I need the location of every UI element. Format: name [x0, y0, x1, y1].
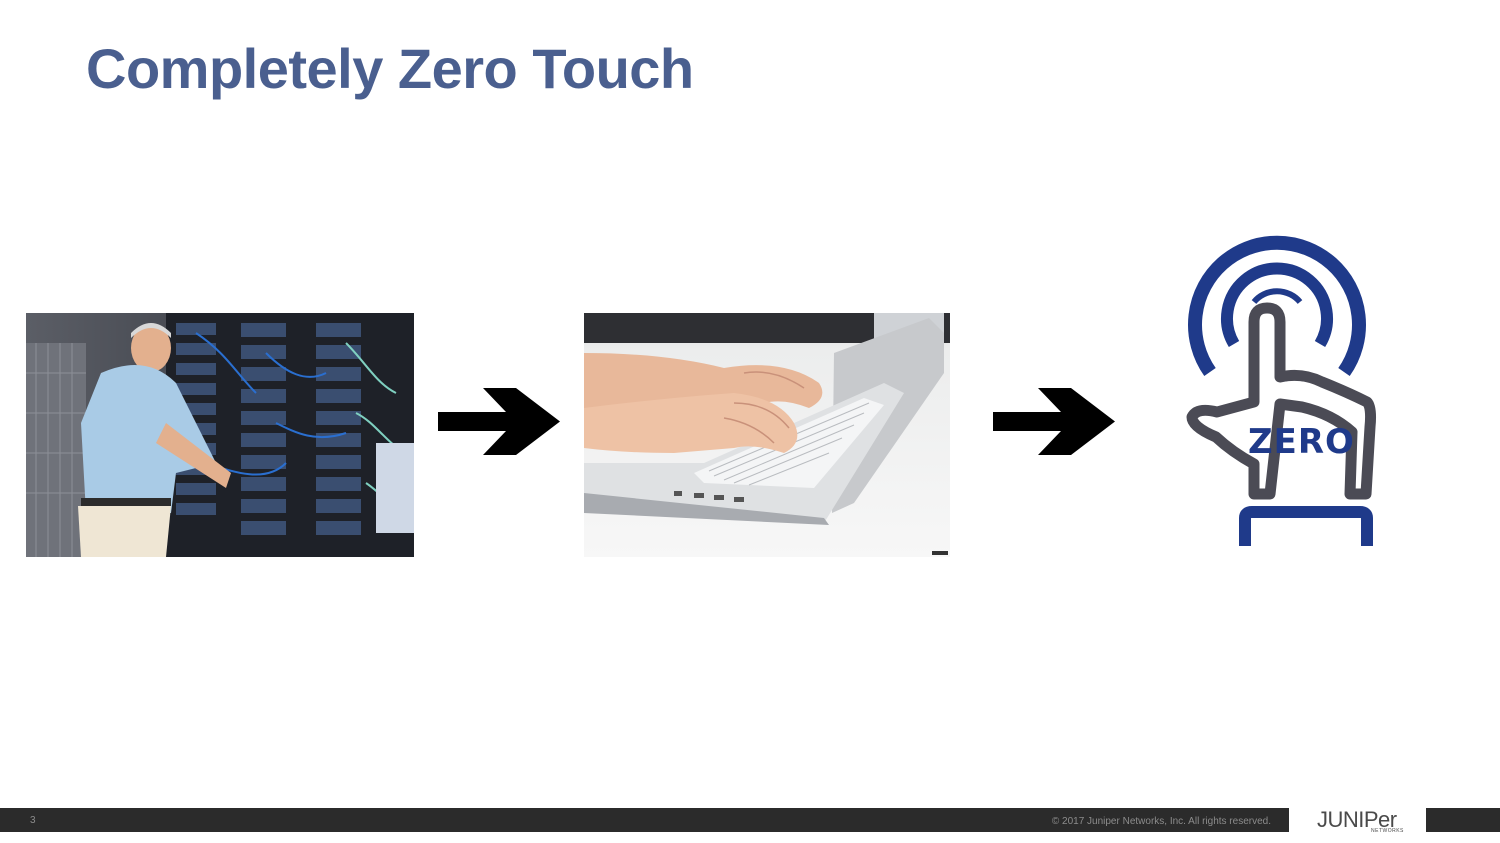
juniper-logo: JUNIPer NETWORKS [1289, 804, 1426, 840]
logo-subtext: NETWORKS [1371, 828, 1404, 834]
technician-server-photo [26, 313, 414, 557]
footer-bar [0, 808, 1500, 832]
page-number: 3 [30, 815, 36, 826]
right-arrow-icon [438, 388, 560, 455]
logo-wordmark: JUNIPer [1317, 807, 1397, 832]
laptop-typing-photo [584, 313, 950, 557]
copyright-notice: © 2017 Juniper Networks, Inc. All rights… [1051, 816, 1271, 827]
right-arrow-icon [993, 388, 1115, 455]
slide-title: Completely Zero Touch [86, 37, 694, 100]
zero-touch-icon: ZERO [1172, 232, 1382, 550]
zero-label: ZERO [1248, 422, 1355, 462]
